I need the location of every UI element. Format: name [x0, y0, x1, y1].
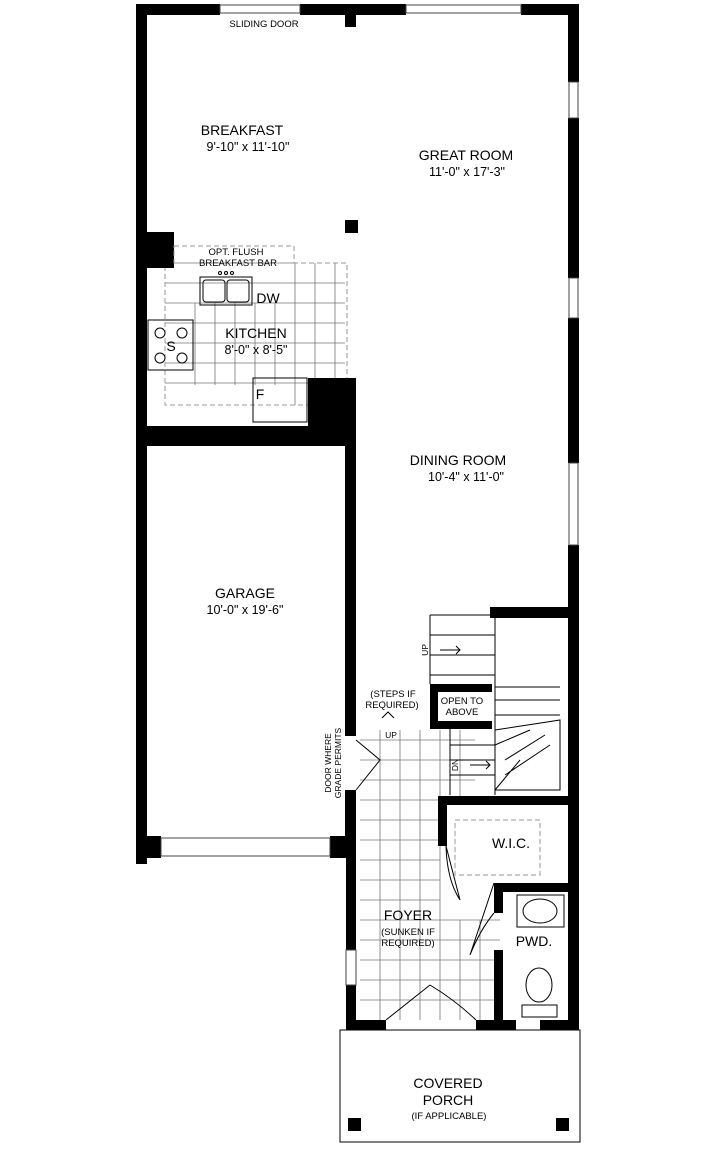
open-above-label-2: ABOVE [446, 707, 479, 718]
kitchen-name: KITCHEN [225, 325, 286, 341]
door-grade-label-2: GRADE PERMITS [333, 727, 343, 798]
windows [160, 4, 579, 986]
doors [355, 739, 541, 1021]
foyer-note-2: REQUIRED) [381, 938, 434, 949]
powder-fixtures [516, 894, 565, 1018]
porch-note: (IF APPLICABLE) [412, 1111, 487, 1122]
garage-size: 10'-0" x 19'-6" [207, 603, 284, 617]
door-grade-label-1: DOOR WHERE [323, 733, 333, 793]
breakfast-size: 9'-10" x 11'-10" [207, 140, 290, 154]
sliding-door-label: SLIDING DOOR [229, 19, 298, 30]
porch-name-1: COVERED [413, 1075, 482, 1091]
great-room-size: 11'-0" x 17'-3" [429, 165, 505, 179]
foyer-name: FOYER [384, 907, 432, 923]
porch [339, 1029, 581, 1143]
dishwasher-label: DW [256, 290, 280, 306]
dining-room-name: DINING ROOM [410, 452, 506, 468]
stair-down-label: DN [450, 759, 460, 771]
open-above-label-1: OPEN TO [441, 696, 483, 707]
garage-name: GARAGE [215, 585, 275, 601]
breakfast-bar-label-1: OPT. FLUSH [209, 247, 264, 258]
kitchen-size: 8'-0" x 8'-5" [225, 343, 288, 357]
steps-label-2: REQUIRED) [365, 700, 418, 711]
porch-name-2: PORCH [423, 1092, 474, 1108]
interior-walls [136, 14, 579, 1030]
fridge-label: F [256, 386, 265, 402]
stair-up-lower-label: UP [385, 730, 397, 740]
kitchen-fixtures [147, 245, 308, 423]
stove-label: S [166, 338, 175, 354]
great-room-name: GREAT ROOM [419, 147, 513, 163]
breakfast-bar-label-2: BREAKFAST BAR [199, 258, 277, 269]
breakfast-name: BREAKFAST [201, 122, 284, 138]
steps-label-1: (STEPS IF [370, 689, 416, 700]
foyer-tile-floor [360, 730, 500, 1020]
wic-name: W.I.C. [492, 835, 530, 851]
powder-name: PWD. [516, 933, 553, 949]
dining-room-size: 10'-4" x 11'-0" [428, 470, 504, 484]
stair-up-upper-label: UP [420, 644, 430, 656]
staircase [381, 614, 561, 795]
foyer-note-1: (SUNKEN IF [381, 927, 435, 938]
